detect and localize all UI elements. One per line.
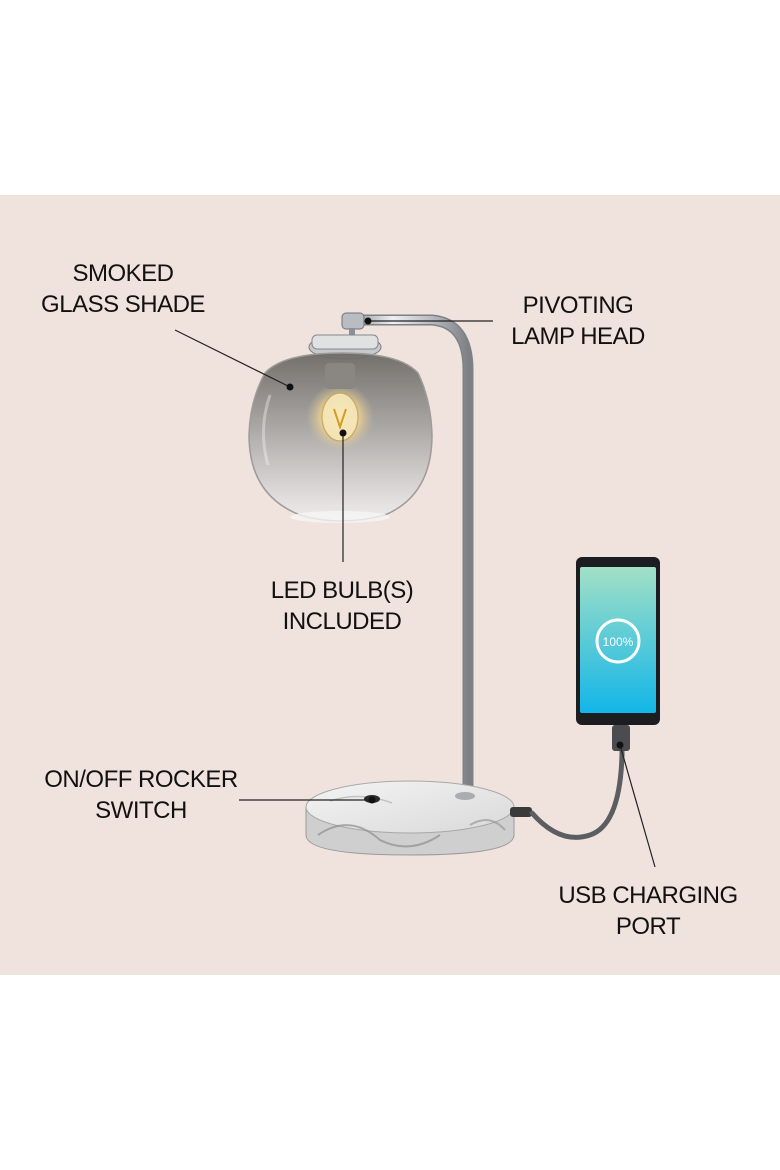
charge-ring	[595, 618, 641, 664]
callout-line: LED BULB(S)	[270, 577, 414, 604]
callout-led-bulbs: LED BULB(S) INCLUDED	[262, 575, 422, 637]
usb-port[interactable]	[510, 807, 532, 817]
callout-line: USB CHARGING	[558, 882, 738, 909]
callout-line: SMOKED	[72, 260, 174, 287]
lamp-arm	[341, 312, 474, 801]
callout-on-off-switch: ON/OFF ROCKER SWITCH	[32, 764, 250, 826]
leader-line-usb	[619, 744, 656, 868]
callout-line: PORT	[615, 913, 681, 940]
lamp-illustration: 100%	[174, 312, 660, 868]
callout-line: ON/OFF ROCKER	[44, 766, 238, 793]
product-feature-panel: 100% SMOKED GLASS SHADE PIVOTING LAMP HE…	[0, 195, 780, 975]
leader-dots	[286, 317, 624, 804]
callout-line: LAMP HEAD	[511, 323, 645, 350]
led-bulb	[306, 363, 374, 451]
callout-line: SWITCH	[95, 797, 187, 824]
usb-cable	[529, 727, 625, 840]
usb-plug	[612, 725, 630, 751]
smartphone: 100%	[576, 557, 660, 725]
callout-pivoting-lamp-head: PIVOTING LAMP HEAD	[498, 290, 658, 352]
leader-lines	[174, 320, 656, 868]
marble-base	[305, 780, 532, 856]
callout-usb-port: USB CHARGING PORT	[548, 880, 748, 942]
callout-smoked-glass-shade: SMOKED GLASS SHADE	[36, 258, 210, 320]
leader-line-shade	[174, 329, 291, 388]
callout-line: INCLUDED	[282, 608, 402, 635]
callout-line: GLASS SHADE	[41, 291, 205, 318]
callout-line: PIVOTING	[522, 292, 634, 319]
charge-percent: 100%	[603, 635, 634, 649]
